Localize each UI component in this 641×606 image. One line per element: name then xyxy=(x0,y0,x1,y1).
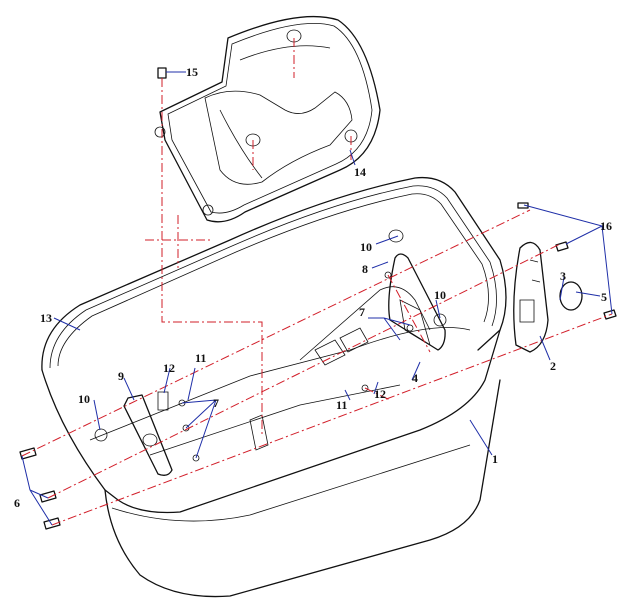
callout-12-right: 12 xyxy=(374,387,386,401)
callout-7-right: 7 xyxy=(359,305,365,319)
callout-10-left: 10 xyxy=(78,392,90,406)
callout-8: 8 xyxy=(362,262,368,276)
callout-11-right: 11 xyxy=(336,398,347,412)
inner-lid-liner xyxy=(154,15,381,223)
latch-bracket-left xyxy=(94,391,173,476)
callout-6: 6 xyxy=(14,496,20,510)
main-case-body xyxy=(41,176,507,598)
screws xyxy=(19,67,617,530)
callout-12-left: 12 xyxy=(163,361,175,375)
callout-11-left: 11 xyxy=(195,351,206,365)
callout-13: 13 xyxy=(40,311,52,325)
callout-15: 15 xyxy=(186,65,198,79)
callout-7-left: 7 xyxy=(213,396,219,410)
callout-4: 4 xyxy=(412,371,418,385)
assembly-centerlines xyxy=(21,38,613,526)
callout-10-right: 10 xyxy=(434,288,446,302)
callout-1: 1 xyxy=(492,452,498,466)
callout-labels: 1 2 3 4 5 6 7 7 8 9 10 10 10 11 11 12 12… xyxy=(14,65,612,510)
callout-10-top: 10 xyxy=(360,240,372,254)
hinge-arm xyxy=(388,229,447,351)
callout-14: 14 xyxy=(354,165,366,179)
leader-lines xyxy=(21,71,613,526)
lock-plate xyxy=(513,241,583,353)
callout-5: 5 xyxy=(601,290,607,304)
callout-9: 9 xyxy=(118,369,124,383)
callout-2: 2 xyxy=(550,359,556,373)
callout-16: 16 xyxy=(600,219,612,233)
callout-3: 3 xyxy=(560,269,566,283)
